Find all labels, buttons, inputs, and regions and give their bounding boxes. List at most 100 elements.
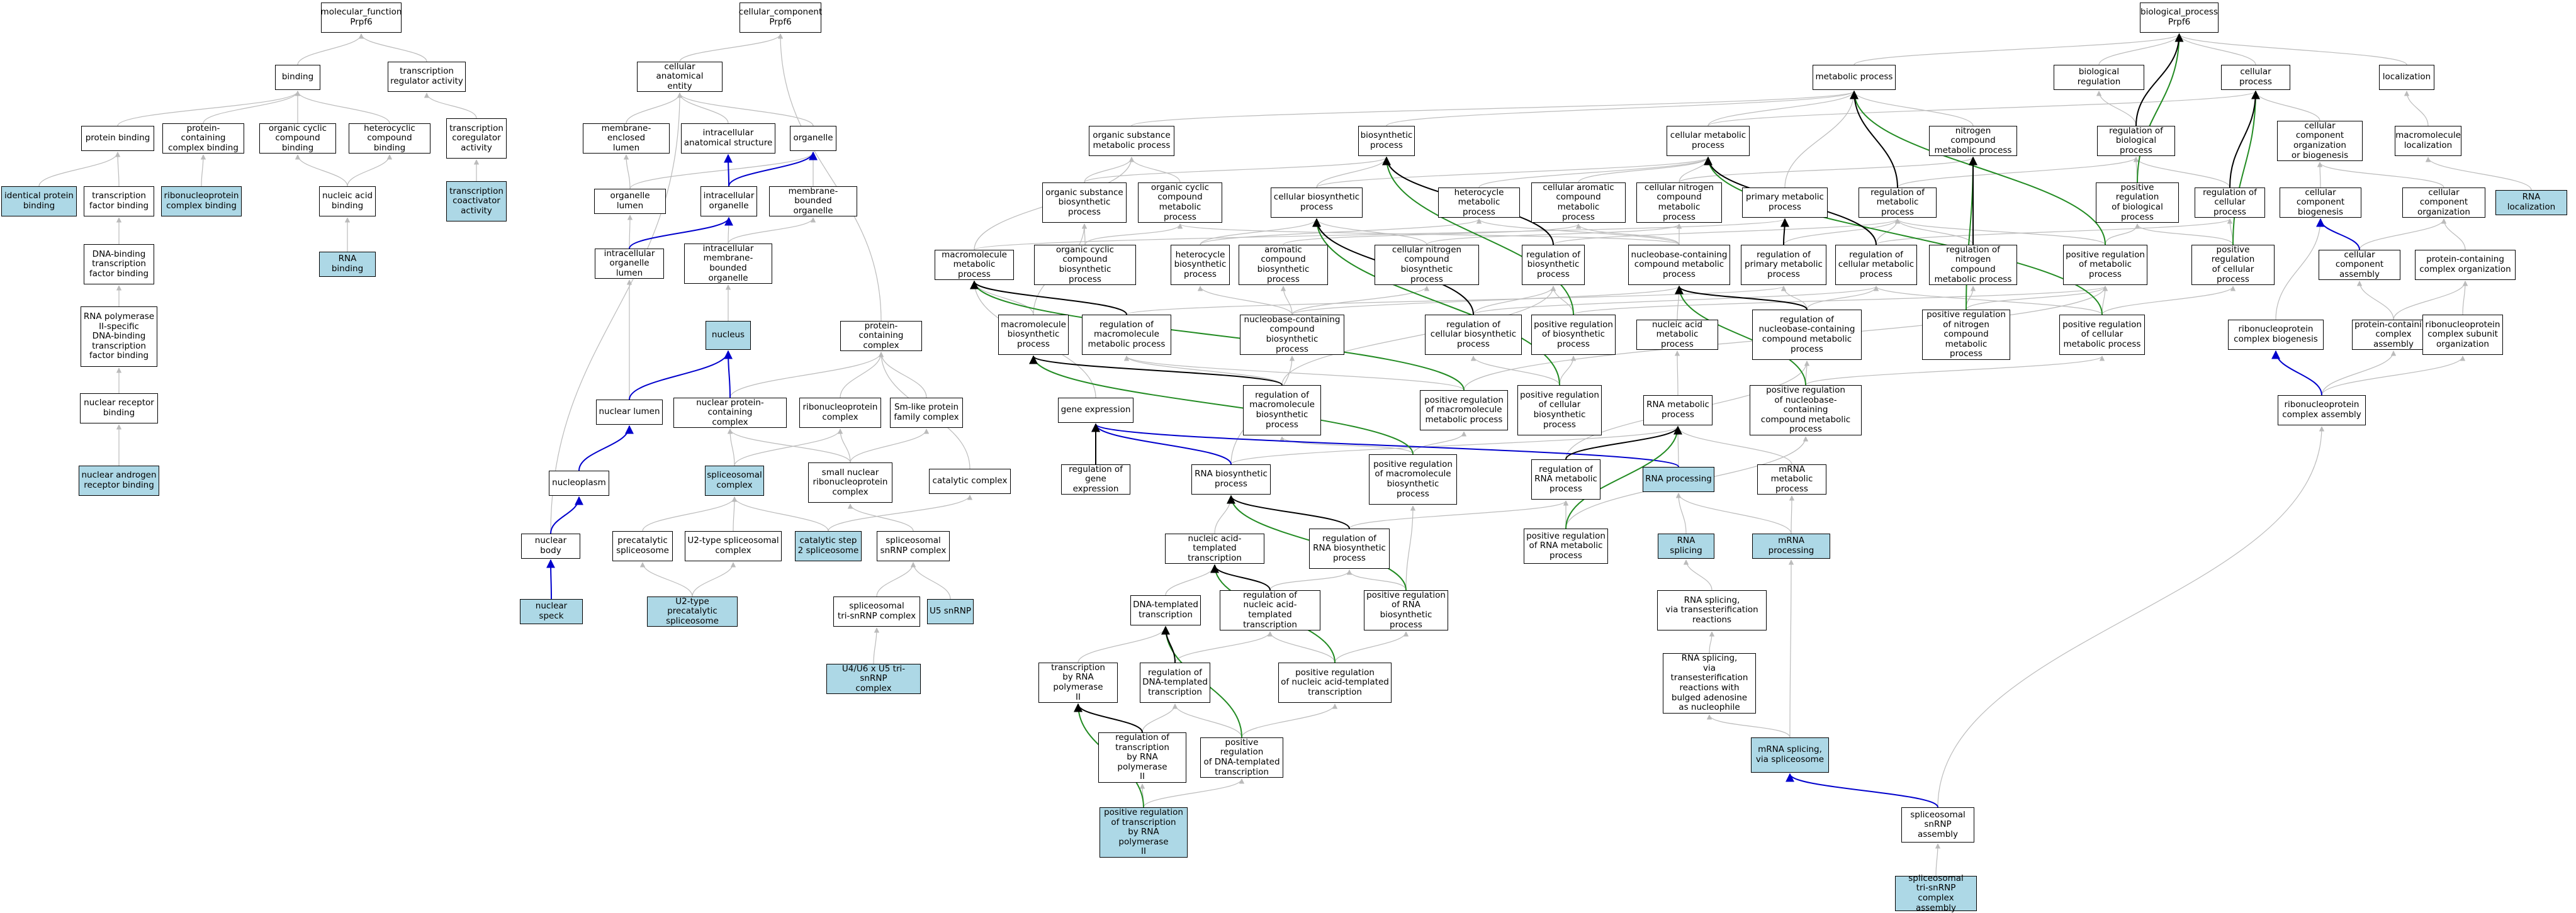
node-rgexp[interactable]: regulation of gene expression (1061, 464, 1130, 495)
node-ias[interactable]: intracellular anatomical structure (681, 123, 775, 154)
node-rnabp[interactable]: RNA biosynthetic process (1191, 464, 1271, 495)
node-mmp[interactable]: macromolecule metabolic process (935, 250, 1014, 280)
node-pcca[interactable]: protein-containing complex assembly (2352, 320, 2435, 350)
node-rbsp[interactable]: regulation of biosynthetic process (1522, 245, 1585, 285)
node-rnpcso[interactable]: ribonucleoprotein complex subunit organi… (2422, 315, 2503, 355)
node-cncmp[interactable]: cellular nitrogen compound metabolic pro… (1636, 182, 1722, 223)
node-rmmp[interactable]: regulation of macromolecule metabolic pr… (1082, 315, 1171, 355)
node-rmbp[interactable]: regulation of macromolecule biosynthetic… (1243, 385, 1321, 435)
node-rtrnap2[interactable]: regulation of transcription by RNA polym… (1098, 732, 1186, 783)
node-ssnrnpa[interactable]: spliceosomal snRNP assembly (1901, 807, 1974, 843)
node-prcmp[interactable]: positive regulation of cellular metaboli… (2059, 315, 2145, 355)
node-rncmp[interactable]: regulation of nitrogen compound metaboli… (1929, 245, 2017, 285)
node-catc[interactable]: catalytic complex (929, 469, 1011, 494)
node-biosyn[interactable]: biosynthetic process (1358, 126, 1415, 156)
node-rdtt[interactable]: regulation of DNA-templated transcriptio… (1140, 663, 1210, 703)
node-tri[interactable]: spliceosomal tri-snRNP complex (833, 597, 920, 627)
node-cacmp[interactable]: cellular aromatic compound metabolic pro… (1531, 182, 1626, 223)
node-dbtfb[interactable]: DNA-binding transcription factor binding (84, 244, 154, 284)
node-snrnp[interactable]: small nuclear ribonucleoprotein complex (808, 462, 892, 503)
node-acbp[interactable]: aromatic compound biosynthetic process (1239, 245, 1328, 285)
node-prncmp[interactable]: positive regulation of nitrogen compound… (1922, 310, 2010, 360)
node-splsnrnp[interactable]: spliceosomal snRNP complex (877, 531, 950, 561)
node-rnpc[interactable]: ribonucleoprotein complex (799, 398, 881, 428)
node-ccb[interactable]: cellular component biogenesis (2280, 188, 2361, 218)
node-trnap2[interactable]: transcription by RNA polymerase II (1038, 663, 1118, 703)
node-mrnaproc[interactable]: mRNA processing (1752, 534, 1830, 559)
node-hmp[interactable]: heterocycle metabolic process (1438, 188, 1520, 218)
node-rnasplba[interactable]: RNA splicing, via transesterification re… (1663, 653, 1756, 714)
node-rbp[interactable]: regulation of biological process (2097, 126, 2175, 156)
node-iol[interactable]: intracellular organelle lumen (595, 249, 664, 279)
node-prbp[interactable]: positive regulation of biological proces… (2096, 182, 2179, 223)
node-dtt[interactable]: DNA-templated transcription (1130, 595, 1201, 625)
node-rnaloc[interactable]: RNA localization (2495, 190, 2567, 215)
node-rcp[interactable]: regulation of cellular process (2195, 188, 2265, 218)
node-namp[interactable]: nucleic acid metabolic process (1636, 320, 1718, 350)
node-cmp[interactable]: cellular metabolic process (1667, 126, 1750, 156)
node-u2spl[interactable]: U2-type spliceosomal complex (685, 531, 782, 561)
node-bioreg[interactable]: biological regulation (2054, 65, 2144, 90)
node-rcbp[interactable]: regulation of cellular biosynthetic proc… (1425, 315, 1522, 355)
node-rnap2[interactable]: RNA polymerase II-specific DNA-binding t… (81, 306, 157, 367)
node-rnatt[interactable]: regulation of nucleic acid-templated tra… (1220, 590, 1320, 630)
node-rnpca[interactable]: ribonucleoprotein complex assembly (2278, 395, 2366, 425)
node-cca[interactable]: cellular component assembly (2319, 250, 2400, 280)
node-orglumen[interactable]: organelle lumen (594, 189, 666, 214)
node-npcc[interactable]: nuclear protein-containing complex (673, 398, 787, 428)
node-rrnamp[interactable]: regulation of RNA metabolic process (1531, 459, 1600, 500)
node-mbo[interactable]: membrane-bounded organelle (769, 186, 857, 216)
node-osbp[interactable]: organic substance biosynthetic process (1042, 182, 1127, 223)
node-prespl[interactable]: precatalytic spliceosome (612, 531, 673, 561)
node-splc[interactable]: spliceosomal complex (705, 466, 764, 496)
node-nab[interactable]: nucleic acid binding (319, 186, 376, 216)
node-ncmp[interactable]: nitrogen compound metabolic process (1929, 126, 2017, 156)
node-prmbp[interactable]: positive regulation of macromolecule bio… (1369, 454, 1457, 505)
node-ipb[interactable]: identical protein binding (1, 186, 77, 216)
node-rpmp[interactable]: regulation of primary metabolic process (1741, 245, 1826, 285)
node-orgcyc[interactable]: organic cyclic compound binding (259, 123, 336, 154)
node-hbp[interactable]: heterocycle biosynthetic process (1171, 245, 1230, 285)
node-tcra[interactable]: transcription coregulator activity (446, 118, 507, 159)
node-mf[interactable]: molecular_function Prpf6 (321, 3, 402, 33)
node-prmp[interactable]: positive regulation of metabolic process (2063, 245, 2147, 285)
node-binding[interactable]: binding (275, 65, 320, 90)
node-rcmp[interactable]: regulation of cellular metabolic process (1835, 245, 1917, 285)
node-organelle[interactable]: organelle (790, 126, 836, 151)
node-prrnabp[interactable]: positive regulation of RNA biosynthetic … (1364, 590, 1448, 630)
node-cs2[interactable]: catalytic step 2 spliceosome (795, 531, 862, 561)
node-pccbind[interactable]: protein-containing complex binding (162, 123, 244, 154)
node-ptrnap2[interactable]: positive regulation of transcription by … (1100, 807, 1188, 858)
node-pcco[interactable]: protein-containing complex organization (2415, 250, 2516, 280)
node-u4u6[interactable]: U4/U6 x U5 tri-snRNP complex (826, 664, 921, 694)
node-occmp[interactable]: organic cyclic compound metabolic proces… (1138, 182, 1222, 223)
node-ccob[interactable]: cellular component organization or bioge… (2277, 121, 2363, 161)
node-narb[interactable]: nuclear androgen receptor binding (79, 466, 159, 496)
node-prnatt[interactable]: positive regulation of nucleic acid-temp… (1278, 663, 1392, 703)
node-protbind[interactable]: protein binding (81, 126, 154, 151)
node-prrnamp[interactable]: positive regulation of RNA metabolic pro… (1524, 529, 1608, 564)
node-imbo[interactable]: intracellular membrane-bounded organelle (684, 244, 772, 284)
node-hetcyc[interactable]: heterocyclic compound binding (349, 123, 430, 154)
node-mel[interactable]: membrane-enclosed lumen (583, 123, 670, 154)
node-rmp[interactable]: regulation of metabolic process (1859, 188, 1937, 218)
node-cco[interactable]: cellular component organization (2402, 188, 2485, 218)
node-mrnamp[interactable]: mRNA metabolic process (1757, 464, 1826, 495)
node-rnaspl[interactable]: RNA splicing (1658, 534, 1714, 559)
node-rnpcbg[interactable]: ribonucleoprotein complex biogenesis (2228, 320, 2324, 350)
node-nrb[interactable]: nuclear receptor binding (80, 393, 158, 423)
node-mrnaspl[interactable]: mRNA splicing, via spliceosome (1751, 737, 1829, 773)
node-tcoa[interactable]: transcription coactivator activity (446, 181, 507, 221)
node-nucleoplasm[interactable]: nucleoplasm (549, 471, 609, 496)
node-nuclum[interactable]: nuclear lumen (596, 400, 663, 425)
node-pdtt[interactable]: positive regulation of DNA-templated tra… (1200, 737, 1283, 778)
node-cbp[interactable]: cellular biosynthetic process (1271, 188, 1363, 218)
node-smlike[interactable]: Sm-like protein family complex (890, 398, 963, 428)
node-rnamp[interactable]: RNA metabolic process (1643, 395, 1713, 425)
node-strisnrnp[interactable]: spliceosomal tri-snRNP complex assembly (1895, 873, 1977, 912)
node-osmp[interactable]: organic substance metabolic process (1089, 126, 1174, 156)
node-rrnabp[interactable]: regulation of RNA biosynthetic process (1309, 529, 1390, 569)
node-prcbp[interactable]: positive regulation of cellular biosynth… (1517, 385, 1602, 435)
node-natt[interactable]: nucleic acid-templated transcription (1165, 534, 1264, 564)
node-rnpcb[interactable]: ribonucleoprotein complex binding (161, 186, 242, 216)
